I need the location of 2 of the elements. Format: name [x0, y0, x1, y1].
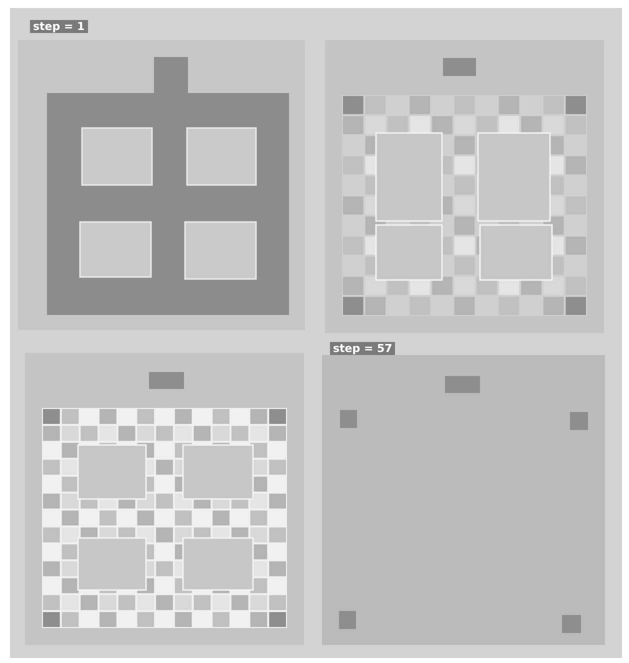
step-label: step = 1	[30, 20, 88, 33]
step-label: step = 57	[330, 342, 396, 355]
